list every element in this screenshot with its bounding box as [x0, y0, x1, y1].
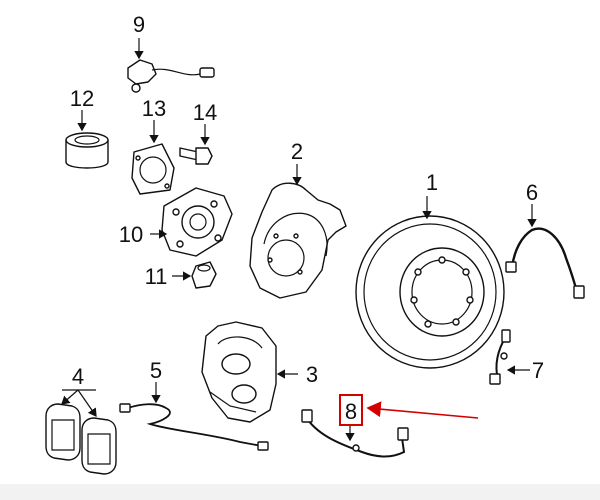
callout-6: 6: [526, 180, 538, 205]
highlight-box: [339, 394, 363, 426]
part-8-brake-line: [301, 409, 409, 458]
callout-14: 14: [193, 100, 217, 125]
callout-12: 12: [70, 86, 94, 111]
callout-7: 7: [532, 358, 544, 383]
part-3-caliper: [201, 321, 277, 423]
callout-13: 13: [142, 96, 166, 121]
part-12-wheel-bearing: [65, 132, 109, 169]
part-10-hub: [161, 187, 233, 257]
highlight-arrow: [366, 401, 479, 419]
callout-5: 5: [150, 358, 162, 383]
part-7-wear-sensor: [489, 329, 511, 385]
callout-4: 4: [72, 364, 84, 389]
callout-9: 9: [133, 12, 145, 37]
leader-4-b: [77, 389, 97, 417]
part-6-brake-hose: [505, 227, 585, 299]
part-4-brake-pads: [45, 403, 117, 475]
callout-10: 10: [119, 222, 143, 247]
part-5-sensor-wire: [119, 403, 269, 451]
brake-exploded-diagram: 1 2 3 4 5 6 7 8 9 10 11 12 13 14: [45, 12, 585, 475]
part-14-bolt: [179, 147, 213, 165]
callout-11: 11: [145, 264, 168, 289]
callout-3: 3: [306, 362, 318, 387]
callout-1: 1: [426, 170, 438, 195]
bottom-strip: [0, 484, 600, 500]
part-2-splash-shield: [249, 182, 347, 299]
leader-4-a: [61, 389, 79, 405]
callout-8: 8: [345, 399, 357, 424]
part-9-abs-sensor: [127, 59, 215, 93]
callout-2: 2: [291, 139, 303, 164]
part-13-shield-plate: [131, 143, 175, 195]
part-1-brake-rotor: [355, 215, 505, 369]
part-11-nut: [191, 261, 217, 289]
